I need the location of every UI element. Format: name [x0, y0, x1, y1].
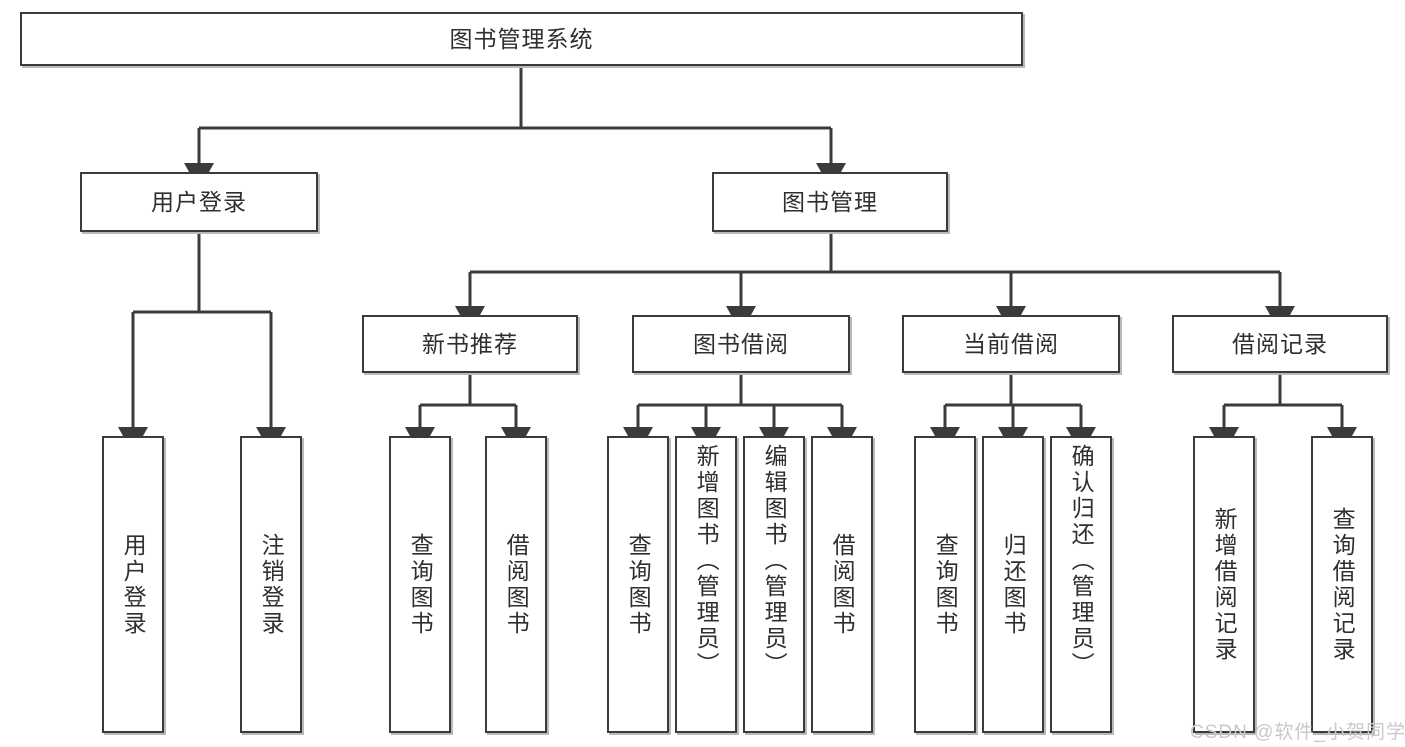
node-label: 借阅图书	[503, 532, 530, 637]
node-label: 查询图书	[932, 532, 959, 637]
node-label: 图书管理系统	[449, 25, 594, 52]
leaf-recommend-borrow-book[interactable]: 借阅图书	[485, 436, 547, 733]
leaf-borrow-add-book-admin[interactable]: 新增图书（管理员）	[675, 436, 737, 733]
node-current-borrow[interactable]: 当前借阅	[902, 315, 1120, 373]
node-root-system[interactable]: 图书管理系统	[20, 12, 1023, 66]
node-label: 注销登录	[258, 532, 285, 637]
node-label: 借阅记录	[1232, 330, 1328, 357]
csdn-watermark: CSDN @软件_小贺同学	[1190, 722, 1405, 743]
node-label: 查询图书	[407, 532, 434, 637]
leaf-user-login-logout[interactable]: 注销登录	[240, 436, 302, 733]
leaf-current-query-book[interactable]: 查询图书	[914, 436, 976, 733]
node-label: 用户登录	[120, 532, 147, 637]
leaf-recommend-query-book[interactable]: 查询图书	[389, 436, 451, 733]
leaf-current-return-book[interactable]: 归还图书	[982, 436, 1044, 733]
node-label: 借阅图书	[829, 532, 856, 637]
node-label: 编辑图书（管理员）	[761, 444, 788, 678]
leaf-borrow-query-book[interactable]: 查询图书	[607, 436, 669, 733]
leaf-borrow-borrow-book[interactable]: 借阅图书	[811, 436, 873, 733]
leaf-record-query-record[interactable]: 查询借阅记录	[1311, 436, 1373, 733]
node-label: 查询图书	[625, 532, 652, 637]
node-label: 用户登录	[151, 188, 247, 215]
leaf-record-add-record[interactable]: 新增借阅记录	[1193, 436, 1255, 733]
leaf-user-login-login[interactable]: 用户登录	[102, 436, 164, 733]
node-label: 当前借阅	[963, 330, 1059, 357]
node-label: 新增借阅记录	[1211, 506, 1238, 663]
node-label: 图书管理	[782, 188, 878, 215]
node-user-login[interactable]: 用户登录	[80, 172, 318, 232]
node-label: 查询借阅记录	[1329, 506, 1356, 663]
node-book-management[interactable]: 图书管理	[712, 172, 948, 232]
leaf-current-confirm-return-admin[interactable]: 确认归还（管理员）	[1050, 436, 1112, 733]
leaf-borrow-edit-book-admin[interactable]: 编辑图书（管理员）	[743, 436, 805, 733]
node-label: 确认归还（管理员）	[1068, 444, 1095, 678]
node-label: 图书借阅	[693, 330, 789, 357]
node-label: 归还图书	[1000, 532, 1027, 637]
node-borrow-record[interactable]: 借阅记录	[1172, 315, 1388, 373]
node-label: 新书推荐	[422, 330, 518, 357]
node-new-book-recommend[interactable]: 新书推荐	[362, 315, 578, 373]
node-label: 新增图书（管理员）	[693, 444, 720, 678]
node-book-borrow[interactable]: 图书借阅	[632, 315, 850, 373]
